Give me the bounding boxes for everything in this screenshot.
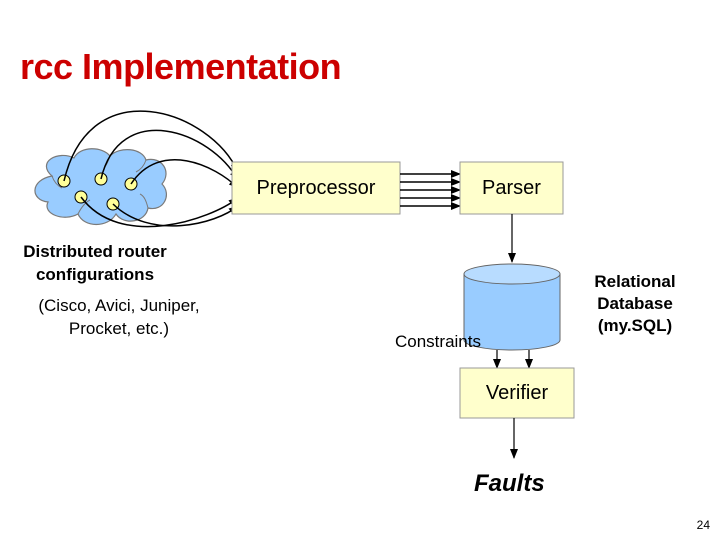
config-label-line4: Procket, etc.): [68, 319, 170, 338]
database-label-line2: Database: [597, 294, 673, 313]
database-label-line1: Relational: [594, 272, 676, 291]
page-number: 24: [696, 518, 710, 532]
database-label-line3: (my.SQL): [597, 316, 673, 335]
parser-box: [459, 161, 564, 215]
config-flow-arrow: [112, 203, 239, 227]
config-flow-arrow: [130, 159, 239, 189]
config-label-line3: (Cisco, Avici, Juniper,: [38, 296, 200, 315]
config-flow-arrow: [100, 129, 239, 181]
config-label-line1: Distributed router: [23, 242, 167, 261]
preprocessor-label: Preprocessor: [256, 176, 376, 199]
verifier-label: Verifier: [485, 381, 549, 404]
slide-title: rcc Implementation: [20, 46, 342, 87]
config-label-line2: configurations: [35, 265, 155, 284]
faults-label: Faults: [474, 470, 545, 497]
config-flow-arrow: [63, 110, 239, 182]
verifier-box: [459, 367, 575, 419]
database-cylinder-icon: [463, 263, 561, 351]
constraints-label: Constraints: [395, 332, 481, 351]
parser-label: Parser: [482, 176, 541, 199]
preprocessor-box: [231, 161, 401, 215]
network-cloud-icon: [34, 148, 167, 226]
